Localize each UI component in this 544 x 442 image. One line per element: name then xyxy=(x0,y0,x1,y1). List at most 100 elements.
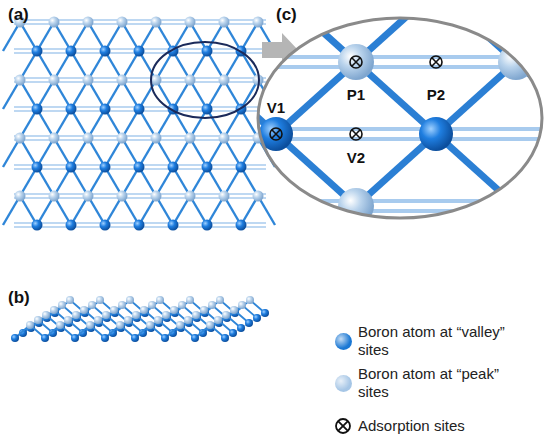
legend-text: Boron atom at “valley” sites xyxy=(358,323,508,359)
boron-atom xyxy=(58,301,66,309)
boron-atom xyxy=(49,17,60,28)
boron-atom xyxy=(118,301,126,309)
adsorption-marker xyxy=(350,56,362,68)
boron-atom xyxy=(156,296,164,304)
boron-atom xyxy=(185,133,196,144)
boron-atom xyxy=(110,306,118,314)
bond xyxy=(36,206,116,278)
adsorption-marker xyxy=(352,130,360,138)
bond xyxy=(196,0,276,62)
side-view-lattice xyxy=(11,296,269,342)
boron-atom xyxy=(246,296,254,304)
boron-atom xyxy=(178,44,214,80)
boron-atom xyxy=(49,133,60,144)
boron-atom xyxy=(206,321,214,329)
boron-atom xyxy=(100,162,111,173)
bond xyxy=(240,209,544,213)
bond xyxy=(0,134,36,206)
boron-atom xyxy=(41,334,49,342)
top-view-lattice xyxy=(3,17,275,231)
boron-atom xyxy=(56,321,64,329)
boron-atom xyxy=(200,306,208,314)
boron-atom xyxy=(66,296,74,304)
adsorption-marker xyxy=(270,128,282,140)
zoom-outline xyxy=(258,18,542,218)
boron-atom xyxy=(261,309,269,317)
boron-atom xyxy=(34,316,42,324)
boron-atom xyxy=(134,104,145,115)
boron-atom xyxy=(99,0,133,7)
boron-atom xyxy=(191,334,199,342)
zoom-region xyxy=(151,42,259,118)
boron-atom xyxy=(338,188,374,224)
boron-atom xyxy=(66,220,77,231)
boron-atom xyxy=(185,191,196,202)
boron-atom xyxy=(151,133,162,144)
boron-atom xyxy=(117,17,128,28)
adsorption-marker xyxy=(350,128,362,140)
bond xyxy=(116,206,196,278)
boron-atom xyxy=(101,334,109,342)
boron-atom xyxy=(64,316,72,324)
boron-atom xyxy=(202,220,213,231)
bond xyxy=(240,271,544,275)
boron-atom xyxy=(83,75,94,86)
boron-atom xyxy=(146,321,154,329)
boron-atom xyxy=(185,17,196,28)
boron-atom xyxy=(253,191,264,202)
boron-atom xyxy=(161,334,169,342)
boron-atom xyxy=(32,104,43,115)
boron-atom xyxy=(192,311,200,319)
boron-atom xyxy=(80,306,88,314)
site-label: V2 xyxy=(345,150,367,167)
boron-atom xyxy=(202,162,213,173)
site-label: P1 xyxy=(345,87,367,104)
boron-atom xyxy=(236,162,247,173)
site-label: V1 xyxy=(265,100,287,117)
boron-atom xyxy=(237,324,245,332)
boron-atom xyxy=(151,191,162,202)
legend-swatch xyxy=(335,333,352,350)
boron-atom xyxy=(230,306,238,314)
bond xyxy=(196,206,276,278)
boron-atom xyxy=(134,46,145,57)
boron-atom xyxy=(117,133,128,144)
panel-label: (b) xyxy=(8,289,30,308)
bond xyxy=(116,62,196,134)
legend-text: Adsorption sites xyxy=(358,417,508,435)
boron-atom xyxy=(15,191,26,202)
boron-atom xyxy=(32,162,43,173)
adsorption-marker xyxy=(336,419,350,433)
boron-atom xyxy=(100,104,111,115)
boron-atom xyxy=(42,311,50,319)
boron-atom xyxy=(117,191,128,202)
boron-atom xyxy=(71,334,79,342)
boron-atom xyxy=(186,296,194,304)
boron-atom xyxy=(83,191,94,202)
boron-atom xyxy=(253,17,264,28)
boron-atom xyxy=(184,316,192,324)
boron-atom xyxy=(236,220,247,231)
bond xyxy=(36,134,116,206)
bond xyxy=(240,199,544,203)
boron-atom xyxy=(154,316,162,324)
bond xyxy=(516,0,544,62)
boron-atom xyxy=(50,306,58,314)
boron-atom xyxy=(49,191,60,202)
boron-atom xyxy=(11,334,19,342)
boron-atom xyxy=(134,162,145,173)
boron-atom xyxy=(66,162,77,173)
legend-swatch xyxy=(335,375,352,392)
boron-atom xyxy=(116,321,124,329)
bond xyxy=(516,206,544,278)
boron-atom xyxy=(32,46,43,57)
boron-atom xyxy=(131,334,139,342)
boron-atom xyxy=(18,188,54,224)
adsorption-marker xyxy=(352,58,360,66)
boron-atom xyxy=(178,301,186,309)
bond xyxy=(276,206,356,278)
bond xyxy=(0,0,36,62)
boron-atom xyxy=(151,17,162,28)
boron-atom xyxy=(202,104,213,115)
bond xyxy=(36,62,116,134)
